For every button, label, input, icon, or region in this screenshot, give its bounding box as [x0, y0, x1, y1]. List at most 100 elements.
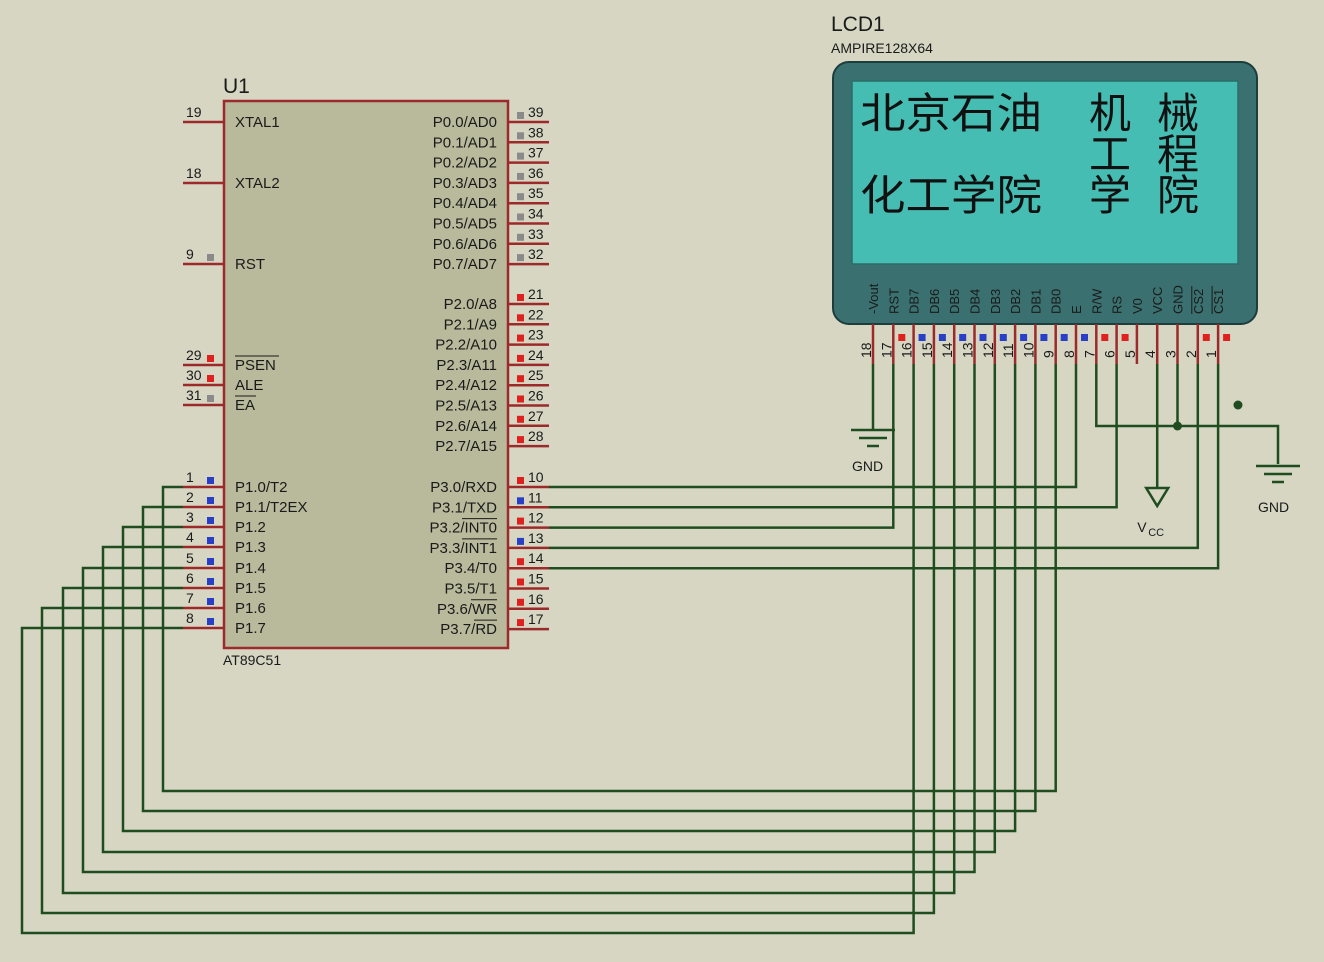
- pin-label: RST: [886, 288, 901, 314]
- lcd-text-col1-a: 机: [1089, 89, 1131, 138]
- pin-marker: [207, 618, 214, 625]
- pin-label: P0.5/AD5: [433, 216, 497, 233]
- wire-rst: [549, 364, 895, 529]
- pin-number: 35: [528, 185, 544, 201]
- pin-label: RS: [1110, 296, 1125, 314]
- pin-number: 14: [939, 342, 955, 358]
- lcd-text-col2-b: 程: [1157, 130, 1199, 179]
- mcu-pin-6[interactable]: 6P1.5: [183, 570, 266, 597]
- pin-marker: [517, 517, 524, 525]
- pin-label: DB4: [968, 289, 983, 314]
- lcd-pin-5[interactable]: V05: [1122, 298, 1145, 364]
- pin-marker: [517, 578, 524, 586]
- pin-number: 11: [1000, 343, 1016, 358]
- pin-label: CS1: [1211, 289, 1226, 314]
- mcu-pin-4[interactable]: 4P1.3: [183, 529, 266, 556]
- vcc-symbol: [1143, 486, 1171, 509]
- mcu-pin-2[interactable]: 2P1.1/T2EX: [183, 489, 308, 516]
- mcu-body[interactable]: [222, 99, 510, 650]
- lcd-pin-7[interactable]: R/W7: [1081, 288, 1109, 364]
- pin-label: P3.2/INT0: [429, 520, 497, 537]
- pin-label: P3.6/WR: [437, 601, 497, 618]
- pin-number: 24: [528, 347, 544, 363]
- pin-marker: [517, 415, 524, 423]
- mcu-pin-1[interactable]: 1P1.0/T2: [183, 469, 288, 496]
- vcc-label-sub: CC: [1148, 527, 1164, 539]
- lcd1[interactable]: LCD1AMPIRE128X64北京石油化工学院机工学械程院-Vout18RST…: [831, 13, 1258, 364]
- pin-number: 8: [1061, 350, 1077, 358]
- wire-db3: [101, 364, 997, 854]
- lcd-pin-6[interactable]: RS 6: [1102, 296, 1129, 364]
- pin-number: 16: [899, 342, 915, 358]
- pin-number: 33: [528, 226, 544, 242]
- pin-marker: [207, 497, 214, 504]
- pin-marker: [517, 112, 524, 119]
- pin-label: XTAL1: [235, 114, 280, 131]
- pin-marker: [207, 477, 214, 484]
- pin-label: DB1: [1028, 289, 1043, 314]
- pin-marker: [1101, 334, 1109, 341]
- pin-label: PSEN: [235, 357, 276, 374]
- mcu-u1[interactable]: U1AT89C5119XTAL118XTAL29RST29PSEN30ALE31…: [183, 75, 549, 668]
- pin-marker: [1223, 334, 1231, 341]
- pin-label: P1.3: [235, 539, 266, 556]
- mcu-pin-8[interactable]: 8P1.7: [183, 610, 266, 637]
- pin-label: XTAL2: [235, 175, 280, 192]
- pin-number: 17: [528, 611, 544, 627]
- pin-marker: [1121, 334, 1129, 341]
- pin-marker: [207, 558, 214, 565]
- pin-number: 6: [1102, 350, 1118, 358]
- mcu-pin-3[interactable]: 3P1.2: [183, 509, 266, 536]
- mcu-pin-7[interactable]: 7P1.6: [183, 590, 266, 617]
- pin-number: 22: [528, 306, 544, 322]
- mcu-pin-5[interactable]: 5P1.4: [183, 550, 266, 577]
- lcd-pin-8[interactable]: E8: [1061, 305, 1088, 364]
- pin-label: P1.0/T2: [235, 479, 288, 496]
- pin-label: E: [1069, 305, 1084, 314]
